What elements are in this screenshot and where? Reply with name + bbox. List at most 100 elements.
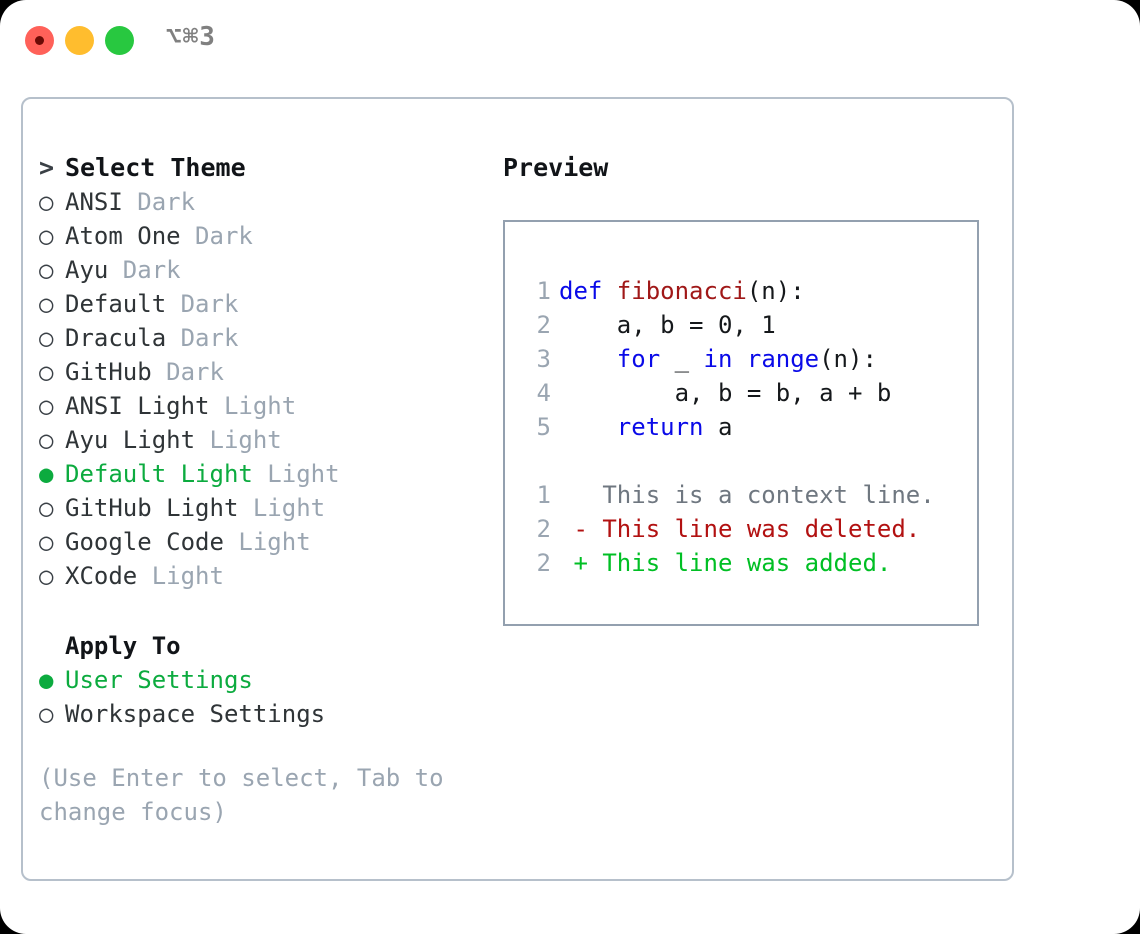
line-number: 5 [536,413,551,441]
apply-to-option[interactable]: ○ Workspace Settings [39,697,479,731]
theme-name: Ayu Light [65,426,196,454]
radio-unselected-icon: ○ [39,392,54,420]
code-token: (n): [746,277,805,305]
apply-to-option[interactable]: ● User Settings [39,663,479,697]
code-line: 4 a, b = b, a + b [523,376,963,410]
keyboard-shortcut-label: ⌥⌘3 [166,22,216,52]
code-line: 2 a, b = 0, 1 [523,308,963,342]
code-token [559,413,617,441]
diff-text: This is a context line. [587,481,935,509]
theme-name: ANSI Light [65,392,210,420]
theme-kind-badge: Light [209,392,297,420]
code-line: 1 def fibonacci(n): [523,274,963,308]
theme-kind-badge: Light [223,528,311,556]
radio-selected-icon: ● [39,666,54,694]
line-number: 2 [536,549,551,577]
line-number: 2 [536,311,551,339]
select-theme-heading: >Select Theme [39,151,479,185]
radio-unselected-icon: ○ [39,324,54,352]
diff-marker: + [559,549,588,577]
theme-name: Ayu [65,256,109,284]
theme-name: Default Light [65,460,253,488]
theme-option[interactable]: ○GitHub Light Light [39,491,479,525]
line-number: 3 [536,345,551,373]
theme-name: ANSI [65,188,123,216]
radio-unselected-icon: ○ [39,358,54,386]
theme-kind-badge: Light [195,426,282,454]
close-window-button[interactable] [25,26,54,55]
theme-name: GitHub Light [65,494,239,522]
maximize-window-button[interactable] [105,26,134,55]
apply-to-label: User Settings [65,666,253,694]
theme-kind-badge: Light [137,562,224,590]
code-token: in range [703,345,820,373]
radio-unselected-icon: ○ [39,528,54,556]
diff-marker [559,481,588,509]
theme-name: XCode [65,562,138,590]
theme-option[interactable]: ○ Dracula Dark [39,321,479,355]
theme-option[interactable]: ○ANSI Dark [39,185,479,219]
theme-kind-badge: Dark [108,256,181,284]
theme-picker-card: >Select Theme ○ ANSI Dark ○ Atom One Dark ○ A… [21,97,1014,881]
theme-option[interactable]: ○ GitHub Dark [39,355,479,389]
code-token: for [616,345,661,373]
list-spacer [39,593,479,629]
theme-kind-badge: Light [252,460,340,488]
diff-separator [523,444,963,478]
code-token: return [616,413,704,441]
prompt-caret: > [39,153,55,182]
radio-unselected-icon: ○ [39,222,54,250]
apply-to-label: Workspace Settings [65,700,326,728]
theme-option[interactable]: ○ Ayu Dark [39,253,479,287]
theme-option[interactable]: ○ Ayu Light Light [39,423,479,457]
theme-option[interactable]: ○ Atom One Dark [39,219,479,253]
minimize-window-button[interactable] [65,26,94,55]
code-token: a, b = b, a + b [559,379,892,407]
apply-to-heading: Apply To [65,632,181,660]
theme-option[interactable]: ○ Google Code Light [39,525,479,559]
code-token: a [703,413,733,441]
theme-list: ○ ANSI Dark ○ Atom One Dark ○ Ayu Dark ○ Defaul… [39,185,479,593]
diff-marker: - [559,515,588,543]
code-token [559,345,617,373]
theme-kind-badge: Dark [151,358,224,386]
theme-kind-badge: Dark [180,222,253,250]
theme-kind-badge: Dark [166,290,239,318]
theme-name: Dracula [65,324,167,352]
theme-option[interactable]: ● Default Light Light [39,457,479,491]
code-token: def [559,277,617,305]
theme-kind-badge: Dark [166,324,239,352]
hint-spacer [39,731,479,761]
preview-heading: Preview [503,153,609,182]
theme-name: Google Code [65,528,224,556]
theme-name: Atom One [65,222,181,250]
theme-option[interactable]: ○ ANSI Light Light [39,389,479,423]
line-number: 1 [536,277,551,305]
code-token: _ [660,345,704,373]
theme-option[interactable]: ○ XCode Light [39,559,479,593]
line-number: 1 [536,481,551,509]
radio-selected-icon: ● [39,460,54,488]
keyboard-hint-text: (Use Enter to select, Tab to change focu… [39,764,444,826]
radio-unselected-icon: ○ [39,188,54,216]
diff-line: 1 This is a context line. [523,478,963,512]
apply-to-list: ● User Settings ○ Workspace Settings [39,663,479,731]
diff-line: 2 + This line was added. [523,546,963,580]
radio-unselected-icon: ○ [39,700,54,728]
diff-line: 2 - This line was deleted. [523,512,963,546]
code-line: 3 for _ in range(n): [523,342,963,376]
code-token: a, b = 0, 1 [559,311,776,339]
theme-name: GitHub [65,358,152,386]
diff-text: This line was deleted. [587,515,921,543]
line-number: 2 [536,515,551,543]
radio-unselected-icon: ○ [39,290,54,318]
code-line: 5 return a [523,410,963,444]
code-token: fibonacci [616,277,747,305]
theme-option[interactable]: ○ Default Dark [39,287,479,321]
theme-name: Default [65,290,167,318]
radio-unselected-icon: ○ [39,562,54,590]
radio-unselected-icon: ○ [39,426,54,454]
radio-unselected-icon: ○ [39,256,54,284]
